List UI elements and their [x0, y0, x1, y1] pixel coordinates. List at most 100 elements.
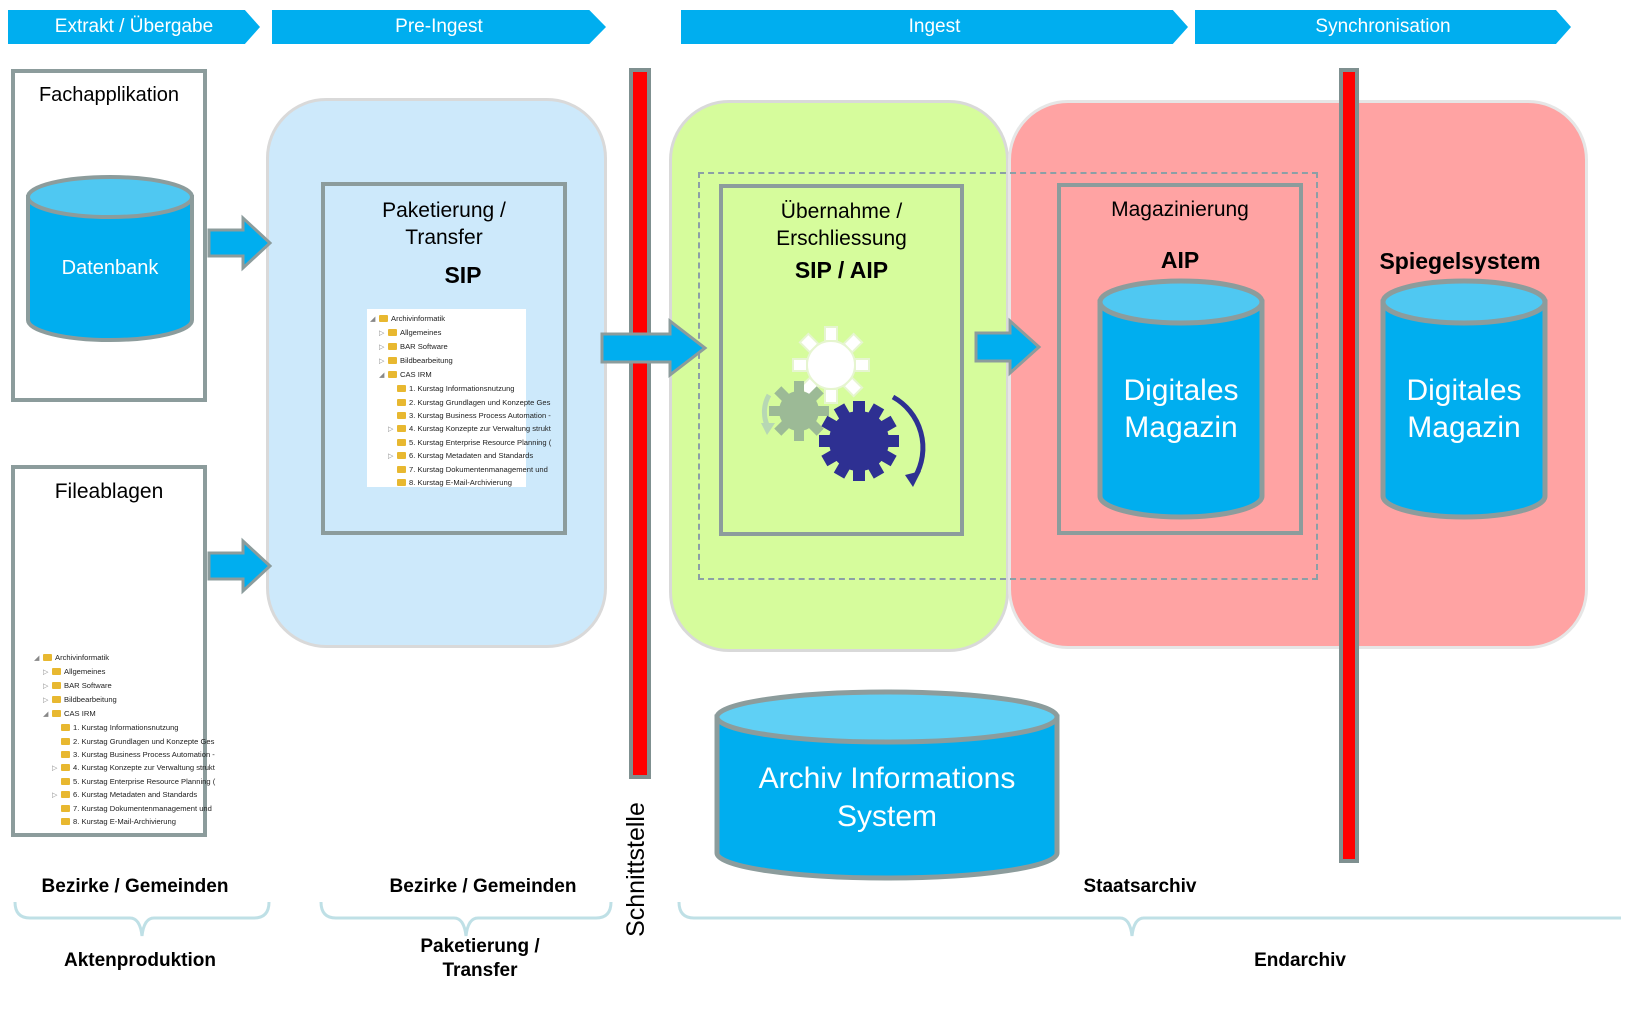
tree-item-label: Allgemeines	[64, 667, 106, 677]
spiegelsystem-db-line2: Magazin	[1407, 411, 1521, 444]
folder-icon	[397, 438, 406, 446]
tree-item: 5. Kurstag Enterprise Resource Planning …	[367, 436, 551, 449]
tree-item: 8. Kurstag E-Mail-Archivierung	[367, 476, 526, 489]
tree-item: ▷BAR Software	[367, 340, 526, 354]
folder-icon	[61, 737, 70, 745]
uebernahme-title-line2: Erschliessung	[776, 227, 907, 250]
tree-item-label: Bildbearbeitung	[400, 356, 453, 366]
tree-item: 2. Kurstag Grundlagen und Konzepte Ges	[367, 396, 550, 409]
folder-icon	[397, 398, 406, 406]
group-label-2: Bezirke / Gemeinden	[389, 876, 577, 897]
tree-item: ▷ Allgemeines	[367, 326, 526, 340]
folder-icon	[388, 371, 397, 379]
ais-line2: System	[836, 800, 938, 833]
folder-icon	[52, 668, 61, 676]
tree-item-label: BAR Software	[64, 681, 112, 691]
brace-1	[13, 901, 271, 937]
folder-icon	[61, 790, 70, 798]
brace-2	[319, 901, 613, 937]
stage-label-2-line2: Transfer	[442, 960, 518, 981]
tree-item: ◢ Archivinformatik	[31, 651, 181, 665]
folder-icon	[397, 385, 406, 393]
tree-item-label: 5. Kurstag Enterprise Resource Planning …	[409, 437, 552, 447]
expand-arrow-icon: ◢	[34, 655, 40, 662]
ais-line1: Archiv Informations	[758, 762, 1016, 795]
expand-arrow-icon: ▷	[43, 697, 49, 705]
datenbank-label: Datenbank	[61, 257, 159, 279]
tree-item-label: 7. Kurstag Dokumentenmanagement und	[409, 465, 548, 475]
sip-label: SIP	[444, 262, 482, 288]
schnittstelle-text: Schnittstelle	[621, 801, 650, 937]
stage-label-1: Aktenproduktion	[64, 950, 216, 971]
phase-extrakt: Extrakt / Übergabe	[8, 10, 260, 44]
file-tree-2: ◢ Archivinformatik ▷ Allgemeines ▷BAR Softwa…	[367, 309, 551, 489]
tree-item: 3. Kurstag Business Process Automation -	[367, 409, 551, 422]
tree-item-label: CAS IRM	[64, 709, 96, 719]
group-label-3: Staatsarchiv	[1083, 876, 1197, 897]
tree-item-label: Allgemeines	[400, 328, 442, 338]
stage-label-3: Endarchiv	[1254, 950, 1346, 971]
tree-item: 5. Kurstag Enterprise Resource Planning …	[31, 775, 215, 788]
folder-icon	[43, 654, 52, 661]
arrow-datenbank-to-paketierung	[207, 214, 273, 272]
tree-item-label: CAS IRM	[400, 370, 432, 380]
folder-icon	[52, 696, 61, 704]
tree-item: ▷6. Kurstag Metadaten and Standards	[31, 788, 197, 802]
synchronisation-bar	[1339, 68, 1359, 863]
folder-icon	[388, 329, 397, 337]
brace-3	[677, 901, 1621, 937]
folder-icon	[397, 424, 406, 432]
tree-item-label: 1. Kurstag Informationsnutzung	[73, 723, 179, 733]
folder-icon	[388, 343, 397, 351]
expand-arrow-icon: ◢	[370, 316, 376, 323]
group-label-1: Bezirke / Gemeinden	[41, 876, 229, 897]
file-tree-1: ◢ Archivinformatik ▷ Allgemeines ▷ BAR Softwa…	[31, 648, 215, 826]
tree-item-label: Bildbearbeitung	[64, 695, 117, 705]
expand-arrow-icon: ▷	[43, 683, 49, 691]
spiegelsystem-title: Spiegelsystem	[1379, 248, 1541, 274]
tree-item: 1. Kurstag Informationsnutzung	[367, 382, 526, 395]
tree-item: ▷ BAR Software	[31, 679, 181, 693]
tree-item-label: 8. Kurstag E-Mail-Archivierung	[409, 478, 512, 488]
folder-icon	[61, 763, 70, 771]
tree-item-label: Archivinformatik	[55, 653, 110, 662]
folder-icon	[61, 724, 70, 732]
tree-item-label: Archivinformatik	[391, 314, 446, 323]
folder-icon	[52, 682, 61, 690]
phase-label: Ingest	[908, 16, 961, 37]
magazinierung-title: Magazinierung	[1111, 198, 1249, 221]
tree-item-label: 7. Kurstag Dokumentenmanagement und	[73, 804, 212, 814]
expand-arrow-icon: ▷	[388, 425, 394, 433]
datenbank-cylinder	[26, 175, 194, 342]
folder-icon	[388, 357, 397, 365]
tree-item: ▷ Bildbearbeitung	[31, 693, 181, 707]
ais-cylinder	[714, 689, 1060, 881]
phase-ingest: Ingest	[681, 10, 1188, 44]
digitales-magazin-line1: Digitales	[1123, 374, 1239, 407]
sip-aip-label: SIP / AIP	[794, 257, 889, 283]
tree-item-label: 3. Kurstag Business Process Automation -	[73, 749, 215, 759]
phase-label: Pre-Ingest	[395, 16, 483, 37]
expand-arrow-icon: ▷	[379, 330, 385, 338]
tree-item-label: 6. Kurstag Metadaten and Standards	[73, 789, 198, 799]
phase-pre-ingest: Pre-Ingest	[272, 10, 606, 44]
tree-item-label: 8. Kurstag E-Mail-Archivierung	[73, 817, 176, 827]
expand-arrow-icon: ▷	[388, 452, 394, 460]
tree-item: ▷Bildbearbeitung	[367, 354, 526, 368]
arrow-to-magazinierung	[974, 317, 1042, 377]
digitales-magazin-cylinder	[1097, 278, 1265, 520]
folder-icon	[397, 479, 406, 487]
tree-item-label: 2. Kurstag Grundlagen und Konzepte Ges	[409, 397, 551, 407]
expand-arrow-icon: ◢	[379, 372, 385, 380]
tree-item: 7. Kurstag Dokumentenmanagement und	[367, 463, 548, 476]
expand-arrow-icon: ◢	[43, 711, 49, 719]
schnittstelle-label: Schnittstelle	[612, 783, 660, 955]
tree-item: ▷4. Kurstag Konzepte zur Verwaltung stru…	[31, 761, 215, 775]
fachapplikation-label: Fachapplikation	[38, 84, 180, 106]
tree-item-label: 4. Kurstag Konzepte zur Verwaltung struk…	[73, 762, 215, 772]
folder-icon	[397, 451, 406, 459]
dashed-boundary	[698, 172, 1318, 580]
tree-item: 8. Kurstag E-Mail-Archivierung	[31, 815, 181, 828]
folder-icon	[397, 411, 406, 419]
folder-icon	[397, 466, 406, 474]
